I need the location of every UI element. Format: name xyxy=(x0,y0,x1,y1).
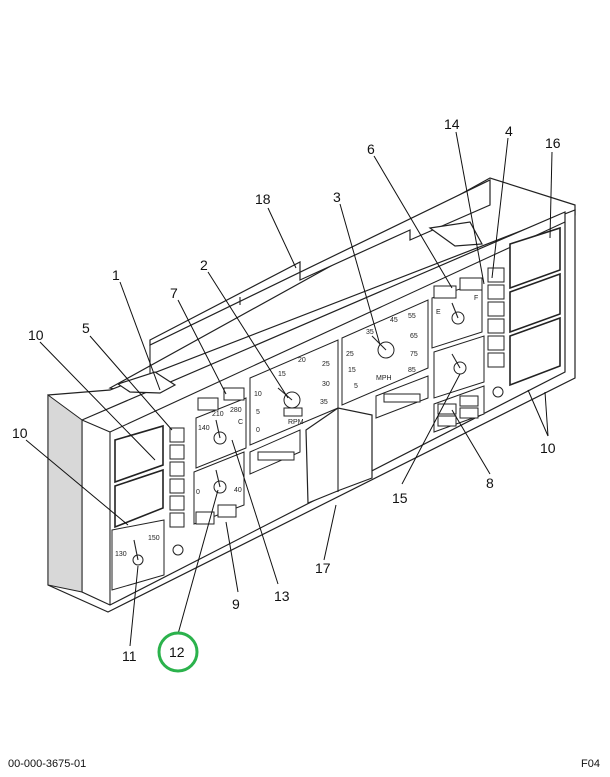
callout-18: 18 xyxy=(255,191,271,207)
svg-text:25: 25 xyxy=(346,351,354,358)
left-indicator-strip xyxy=(169,427,185,556)
svg-text:210: 210 xyxy=(212,411,224,418)
right-switch-module xyxy=(433,385,485,433)
svg-text:F: F xyxy=(474,295,478,302)
callout-8: 8 xyxy=(486,475,494,491)
right-windows xyxy=(509,226,561,387)
svg-text:85: 85 xyxy=(408,367,416,374)
drawing-number: 00-000-3675-01 xyxy=(8,758,87,770)
svg-text:15: 15 xyxy=(278,371,286,378)
svg-text:35: 35 xyxy=(320,399,328,406)
svg-text:RPM: RPM xyxy=(288,419,304,426)
callout-10-upper-left: 10 xyxy=(28,327,44,343)
svg-text:25: 25 xyxy=(322,361,330,368)
callout-9: 9 xyxy=(232,596,240,612)
svg-text:5: 5 xyxy=(354,383,358,390)
fuel-gauge: E F xyxy=(431,277,483,349)
voltmeter xyxy=(433,335,485,399)
svg-text:MPH: MPH xyxy=(376,375,392,382)
callout-10-lower-left: 10 xyxy=(12,425,28,441)
leader-lines xyxy=(25,131,553,647)
svg-text:10: 10 xyxy=(254,391,262,398)
svg-text:65: 65 xyxy=(410,333,418,340)
svg-text:140: 140 xyxy=(198,425,210,432)
svg-text:0: 0 xyxy=(196,489,200,496)
callout-16: 16 xyxy=(545,135,561,151)
callout-1: 1 xyxy=(112,267,120,283)
callout-7: 7 xyxy=(170,285,178,301)
svg-text:0: 0 xyxy=(256,427,260,434)
svg-text:45: 45 xyxy=(390,317,398,324)
callout-highlight-ring xyxy=(157,631,199,673)
callout-6: 6 xyxy=(367,141,375,157)
svg-text:55: 55 xyxy=(408,313,416,320)
svg-text:130: 130 xyxy=(115,551,127,558)
speedometer: 35 45 55 25 65 15 75 5 85 MPH xyxy=(341,299,429,406)
svg-text:15: 15 xyxy=(348,367,356,374)
callout-2: 2 xyxy=(200,257,208,273)
svg-text:C: C xyxy=(238,419,243,426)
callout-labels: 1 2 3 4 5 6 7 8 9 10 10 10 11 12 13 14 1… xyxy=(12,116,561,664)
svg-text:75: 75 xyxy=(410,351,418,358)
right-indicator-strip xyxy=(487,267,505,398)
figure-code: F04 xyxy=(581,758,600,770)
callout-11: 11 xyxy=(122,648,137,664)
callout-17: 17 xyxy=(315,560,331,576)
svg-text:5: 5 xyxy=(256,409,260,416)
svg-text:150: 150 xyxy=(148,535,160,542)
tachometer: 5 10 15 20 25 30 35 0 RPM xyxy=(249,339,339,446)
callout-3: 3 xyxy=(333,189,341,205)
callout-13: 13 xyxy=(274,588,290,604)
svg-text:35: 35 xyxy=(366,329,374,336)
callout-12: 12 xyxy=(169,644,185,660)
water-temp-gauge: 140 210 280 C xyxy=(195,387,247,469)
svg-text:280: 280 xyxy=(230,407,242,414)
svg-text:20: 20 xyxy=(298,357,306,364)
callout-10-right: 10 xyxy=(540,440,556,456)
air-pressure-gauge: 130 150 xyxy=(111,519,165,591)
callout-15: 15 xyxy=(392,490,408,506)
left-windows xyxy=(114,424,164,529)
callout-14: 14 xyxy=(444,116,460,132)
center-recess xyxy=(249,375,429,504)
callout-5: 5 xyxy=(82,320,90,336)
mounting-brackets xyxy=(116,221,483,394)
oil-pressure-gauge: 0 40 xyxy=(193,451,245,525)
svg-text:40: 40 xyxy=(234,487,242,494)
callout-4: 4 xyxy=(505,123,513,139)
svg-text:30: 30 xyxy=(322,381,330,388)
svg-text:E: E xyxy=(436,309,441,316)
